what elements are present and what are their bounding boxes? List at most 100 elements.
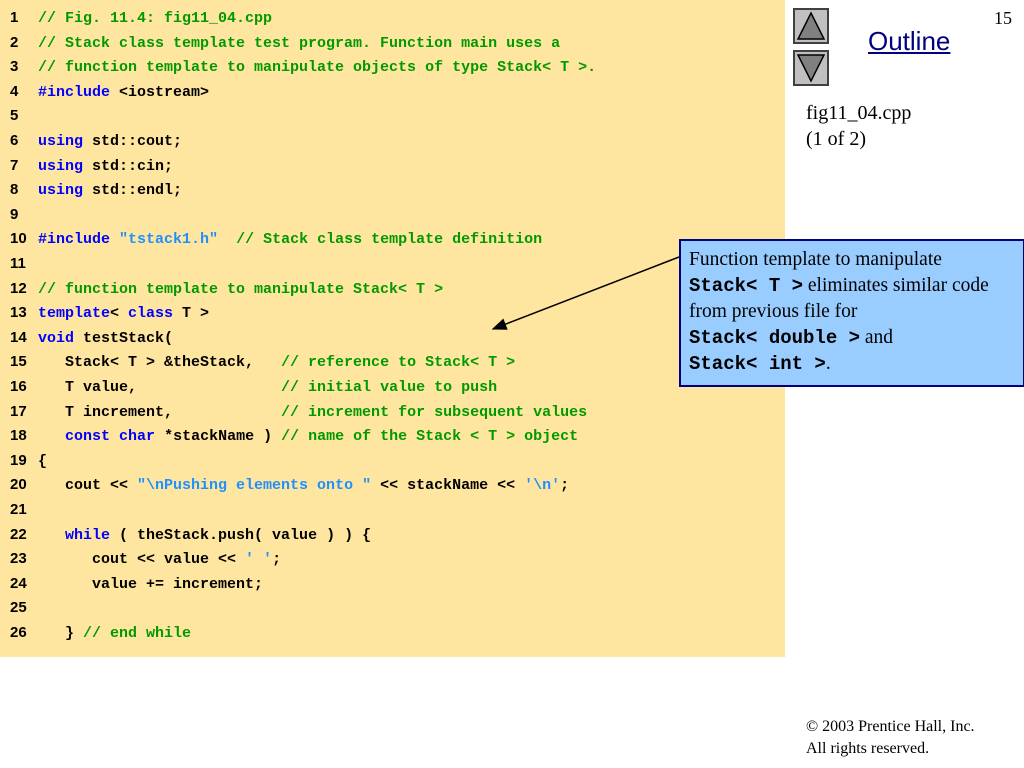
code-string: "\nPushing elements onto " (137, 477, 372, 495)
code-keyword: #include (38, 231, 111, 249)
code-token: cout << value << (38, 551, 246, 569)
line-number: 9 (10, 205, 19, 223)
code-keyword: using (38, 133, 84, 150)
code-line: 21 (0, 498, 38, 522)
code-comment: // Fig. 11.4: fig11_04.cpp (38, 10, 273, 27)
code-token: ; (560, 477, 570, 495)
code-line: 7 using std::cin; (0, 154, 173, 178)
callout-text: Function template to manipulate (689, 249, 942, 270)
code-keyword: char (119, 428, 156, 446)
code-token: T > (173, 305, 210, 323)
previous-slide-button[interactable] (793, 8, 829, 44)
callout-text: and (860, 327, 894, 348)
code-keyword: class (128, 305, 174, 323)
code-text: template< class T > (38, 302, 209, 326)
code-line: 17 T increment, // increment for subsequ… (0, 400, 587, 424)
code-keyword: #include (38, 83, 111, 101)
code-text: #include <iostream> (38, 81, 209, 105)
code-token: *stackName ) (155, 428, 282, 446)
code-line: 10 #include "tstack1.h" // Stack class te… (0, 227, 542, 251)
line-number: 16 (10, 378, 27, 395)
code-token: Stack< T > &theStack, (38, 354, 282, 372)
code-token: <iostream> (110, 83, 210, 101)
callout-code: Stack< double > (689, 327, 861, 349)
code-text: Stack< T > &theStack, // reference to St… (38, 351, 515, 375)
line-number: 10 (10, 230, 27, 248)
code-line: 2// Stack class template test program. F… (0, 31, 560, 55)
code-token: } (38, 625, 84, 642)
code-text: // function template to manipulate objec… (38, 56, 596, 80)
code-line: 3 // function template to manipulate obje… (0, 55, 596, 79)
triangle-down-icon (796, 54, 826, 83)
code-text: { (38, 450, 47, 474)
callout-text: eliminates similar code from previous fi… (689, 275, 989, 322)
slide-number: 15 (994, 8, 1012, 28)
code-line: 8 using std::endl; (0, 178, 182, 202)
code-token: testStack( (74, 329, 174, 347)
code-text: #include "tstack1.h" // Stack class temp… (38, 228, 542, 252)
code-string: "tstack1.h" (119, 231, 219, 249)
code-text: // function template to manipulate Stack… (38, 278, 443, 302)
code-token: T value, (38, 379, 282, 396)
code-text: cout << value << ' '; (38, 548, 281, 572)
file-part: (1 of 2) (806, 128, 866, 150)
code-text: } // end while (38, 622, 191, 646)
code-comment: // Stack class template test program. Fu… (38, 34, 561, 52)
code-token: std::cin; (83, 157, 174, 175)
line-number: 12 (10, 279, 27, 297)
line-number: 14 (10, 328, 27, 346)
line-number: 25 (10, 599, 27, 617)
line-number: 8 (10, 181, 19, 199)
line-number: 18 (10, 427, 27, 445)
code-line: 19{ (0, 449, 47, 473)
code-token: value += increment; (38, 575, 264, 593)
code-token: std::endl; (83, 182, 183, 200)
line-number: 24 (10, 574, 27, 592)
code-keyword: using (38, 157, 84, 175)
next-slide-button[interactable] (793, 50, 829, 86)
code-text: const char *stackName ) // name of the S… (38, 425, 578, 449)
callout-code: Stack< T > (689, 275, 804, 297)
copyright-line: All rights reserved. (806, 740, 930, 757)
code-line: 23 cout << value << ' '; (0, 547, 281, 571)
code-token (38, 527, 65, 544)
code-keyword: while (65, 526, 111, 544)
code-comment: // increment for subsequent values (281, 403, 588, 421)
code-text: // Fig. 11.4: fig11_04.cpp (38, 7, 272, 31)
code-comment: // reference to Stack< T > (281, 354, 516, 372)
code-line: 18 const char *stackName ) // name of th… (0, 424, 578, 448)
code-comment: // initial value to push (281, 379, 498, 396)
code-text: using std::endl; (38, 179, 182, 203)
code-string: '\n' (524, 477, 561, 495)
code-token (38, 428, 65, 445)
code-token: T increment, (38, 403, 282, 421)
code-token: < (110, 305, 129, 323)
line-number: 6 (10, 132, 19, 149)
code-comment: // name of the Stack < T > object (281, 428, 579, 446)
code-token: ( theStack.push( value ) ) { (110, 526, 372, 544)
line-number: 23 (10, 550, 27, 568)
line-number: 17 (10, 402, 27, 420)
code-line: 25 (0, 596, 38, 620)
outline-link[interactable]: Outline (868, 26, 951, 56)
code-line: 4 #include <iostream> (0, 80, 209, 104)
line-number: 3 (10, 58, 19, 76)
code-line: 20 cout << "\nPushing elements onto " <<… (0, 473, 569, 497)
file-name: fig11_04.cpp (806, 102, 912, 124)
code-comment: // function template to manipulate Stack… (38, 280, 444, 298)
code-string: ' ' (245, 551, 273, 569)
code-comment: // Stack class template definition (236, 231, 543, 249)
code-comment: // function template to manipulate objec… (38, 59, 597, 77)
line-number: 11 (10, 255, 26, 272)
code-keyword: const (65, 428, 111, 446)
line-number: 7 (10, 156, 19, 174)
code-token: << stackName << (371, 477, 525, 495)
line-number: 4 (10, 82, 19, 100)
code-keyword: using (38, 182, 84, 200)
code-text: T value, // initial value to push (38, 376, 497, 400)
code-text: while ( theStack.push( value ) ) { (38, 524, 371, 548)
line-number: 22 (10, 525, 27, 543)
